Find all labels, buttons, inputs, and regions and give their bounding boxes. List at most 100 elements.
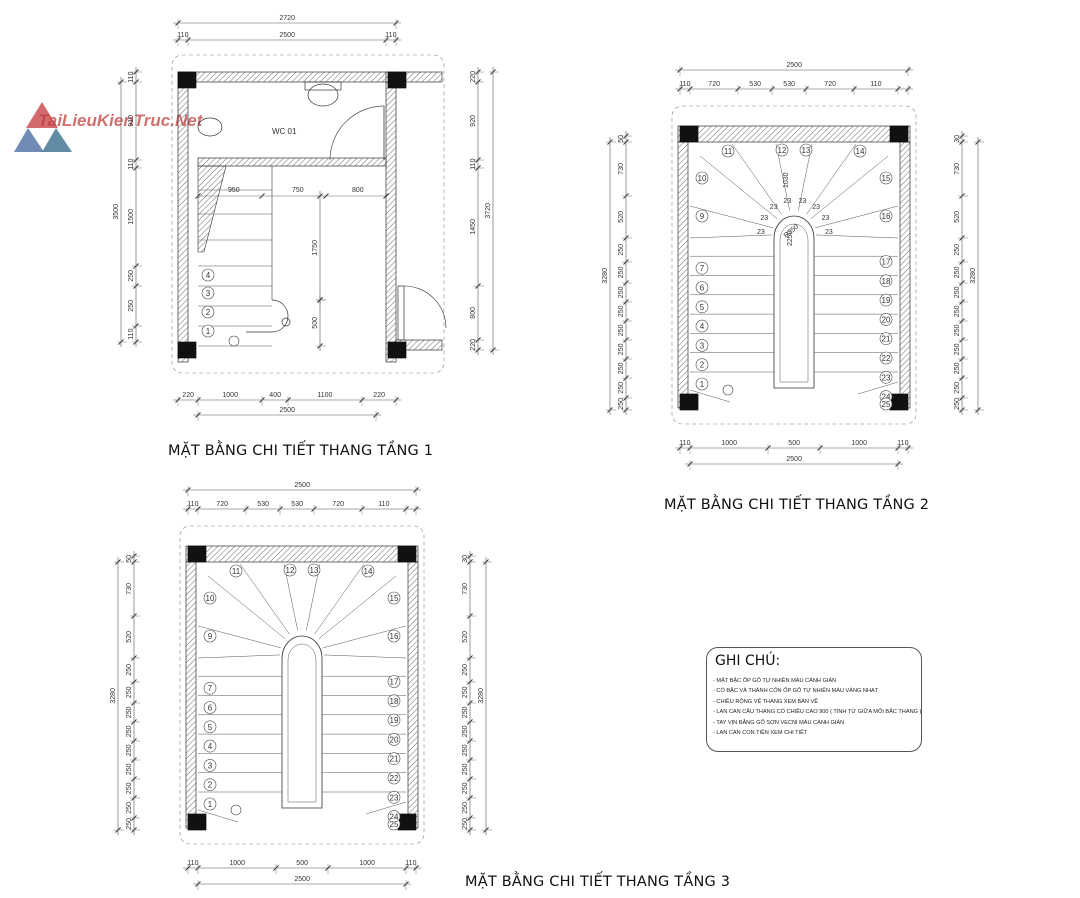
dimension-label: 500 [296, 860, 308, 867]
dimension-label: 730 [462, 583, 469, 595]
winder-line [314, 563, 365, 635]
step-number: 12 [286, 566, 295, 575]
dimension-label: 30 [462, 555, 469, 563]
step-marker [387, 591, 401, 605]
wc-wall [197, 157, 387, 167]
step-marker [203, 720, 217, 734]
wall-left [185, 561, 197, 829]
dimension-label: 250 [126, 818, 133, 830]
angle-label: 23 [812, 204, 820, 211]
dimension-label: 800 [470, 307, 477, 319]
winder-line [197, 654, 281, 659]
winder-line [239, 563, 290, 635]
dimension-label: 110 [187, 860, 198, 867]
dimension-label: 250 [954, 286, 961, 298]
dimension-label: 110 [378, 501, 389, 508]
step-marker [853, 144, 867, 158]
door-swing [403, 285, 447, 329]
dimension-label: 1030 [783, 172, 790, 188]
step-number: 14 [364, 567, 373, 576]
stair-well [281, 635, 323, 809]
dimension-label: 730 [126, 583, 133, 595]
column [177, 341, 197, 359]
column [397, 813, 417, 831]
step-number: 19 [882, 296, 891, 305]
step-marker [387, 733, 401, 746]
dimension-label: 950 [228, 187, 240, 194]
angle-label: 23 [783, 198, 791, 205]
step-number: 24 [882, 393, 891, 402]
dimension-label: 520 [126, 631, 133, 643]
dimension-label: 2500 [294, 482, 310, 489]
step-marker [695, 339, 709, 352]
dimension-label: 250 [126, 664, 133, 676]
dimension-label: 250 [126, 782, 133, 794]
column [889, 393, 909, 411]
dimension-label: 250 [126, 744, 133, 756]
drawing-line [857, 381, 899, 395]
dimension-label: 250 [618, 382, 625, 394]
dimension-label: 250 [462, 763, 469, 775]
column [397, 545, 417, 563]
step-number: 20 [882, 315, 891, 324]
step-marker [387, 629, 401, 643]
winder-line [689, 234, 773, 239]
step-marker [695, 209, 709, 223]
dimension-label: 520 [618, 211, 625, 223]
step-number: 25 [390, 820, 399, 829]
door-frame [397, 285, 405, 341]
dimension-label: 1000 [229, 860, 245, 867]
step-number: 13 [310, 566, 319, 575]
column [387, 341, 407, 359]
wall-right [899, 141, 911, 409]
room-label: WC 01 [272, 127, 297, 136]
step-marker [201, 286, 215, 300]
dimension-label: 920 [470, 115, 477, 127]
step-marker [201, 305, 215, 319]
step-number: 13 [802, 146, 811, 155]
note-item: TAY VỊN BẰNG GỖ SƠN VECNI MÀU CÁNH GIÁN [713, 718, 921, 728]
step-number: 2 [206, 308, 211, 317]
dimension-label: 2500 [786, 456, 802, 463]
winder-line [810, 155, 889, 219]
step-marker [203, 739, 217, 753]
dimension-label: 530 [783, 81, 795, 88]
dimension-label: 250 [462, 818, 469, 830]
column [187, 813, 207, 831]
dimension-label: 2500 [279, 407, 295, 414]
dimension-label: 250 [462, 706, 469, 718]
wall-top [185, 545, 419, 563]
dimension-label: 2500 [279, 32, 295, 39]
dimension-label: 3500 [113, 204, 120, 220]
winder-line [699, 155, 778, 219]
step-marker [879, 274, 893, 288]
step-marker [879, 255, 893, 268]
dimension-label: 220 [470, 71, 477, 83]
note-item: LAN CAN CON TIỆN XEM CHI TIẾT [713, 728, 921, 738]
step-number: 4 [206, 271, 211, 280]
watermark-text: TaiLieuKienTruc.Net [38, 111, 203, 130]
dimension-tick [383, 193, 389, 199]
winder-line [323, 625, 407, 649]
step-number: 12 [778, 146, 787, 155]
wall-right [385, 71, 397, 363]
toilet-fixture [307, 83, 339, 107]
dimension-label: 2500 [294, 876, 310, 883]
step-number: 7 [700, 264, 705, 273]
dimension-label: 50 [618, 135, 625, 143]
dimension-label: 2250 [787, 230, 794, 246]
handrail [779, 223, 809, 383]
winder-line [806, 143, 857, 215]
step-marker [879, 332, 893, 346]
dimension-label: 500 [312, 317, 319, 329]
step-number: 6 [700, 284, 705, 293]
dimension-label: 250 [126, 686, 133, 698]
dimension-label: 3280 [478, 688, 485, 704]
dimension-label: 250 [462, 725, 469, 737]
winder-line [323, 654, 407, 659]
stair-well [773, 215, 815, 389]
step-number: 3 [208, 761, 213, 770]
step-number: 7 [208, 684, 213, 693]
step-number: 5 [700, 303, 705, 312]
